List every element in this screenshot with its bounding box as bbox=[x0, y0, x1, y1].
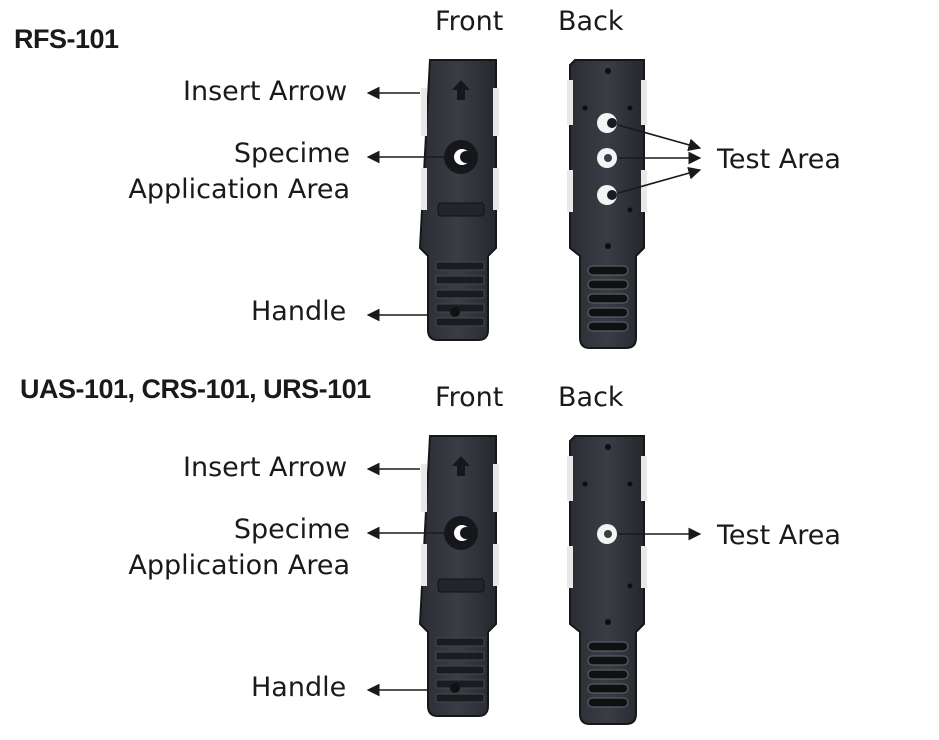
panel-1-front-label: Front bbox=[435, 6, 504, 37]
panel-2-test-area-label: Test Area bbox=[717, 520, 841, 551]
panel-2-specimen-label-line1: Specime bbox=[233, 514, 350, 545]
panel-2-back-cartridge bbox=[567, 435, 647, 725]
panel-1-insert-arrow-label: Insert Arrow bbox=[183, 76, 348, 107]
panel-2-front-cartridge bbox=[418, 435, 499, 717]
panel-2-front-label: Front bbox=[435, 382, 504, 413]
panel-2-insert-arrow-label: Insert Arrow bbox=[183, 452, 348, 483]
panel-1-back-cartridge bbox=[567, 59, 647, 349]
panel-1-specimen-label-line2: Application Area bbox=[128, 174, 350, 205]
panel-1-specimen-label-line1: Specime bbox=[233, 138, 350, 169]
panel-1-test-area-label: Test Area bbox=[717, 144, 841, 175]
panel-2-handle-label: Handle bbox=[251, 672, 347, 703]
panel-1-back-label: Back bbox=[558, 6, 624, 37]
panel-1-test-arrow-3 bbox=[617, 166, 702, 194]
panel-2-specimen-label-line2: Application Area bbox=[128, 550, 350, 581]
panel-1-title: RFS-101 bbox=[14, 24, 119, 54]
panel-1-handle-label: Handle bbox=[251, 296, 347, 327]
panel-1-front-cartridge bbox=[418, 59, 499, 341]
panel-1-test-arrow-1 bbox=[617, 124, 702, 152]
panel-2-title: UAS-101, CRS-101, URS-101 bbox=[20, 374, 371, 404]
panel-2-back-label: Back bbox=[558, 382, 624, 413]
